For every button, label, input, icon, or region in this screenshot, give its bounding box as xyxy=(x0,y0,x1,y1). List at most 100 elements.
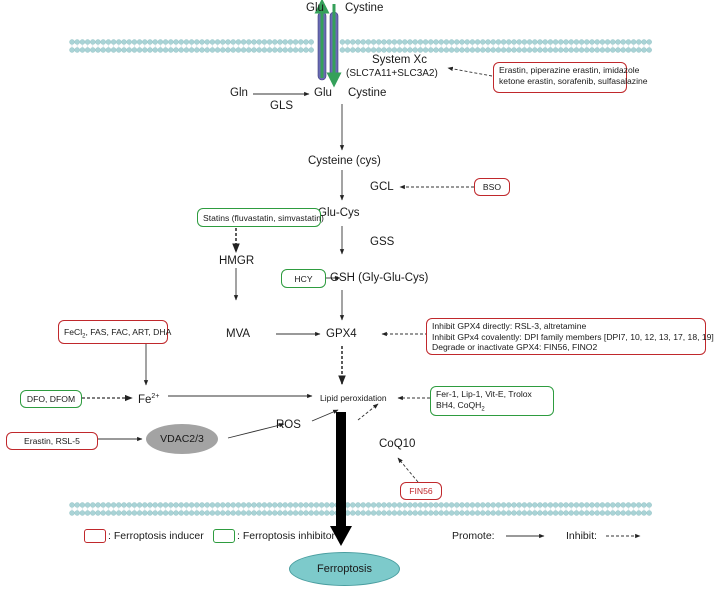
lipid-head xyxy=(194,502,200,508)
lipid-head xyxy=(110,502,117,508)
lipid-head xyxy=(256,502,262,508)
lipid-head xyxy=(630,39,637,45)
legend-inhibit-label: Inhibit: xyxy=(566,530,597,542)
lipid-head xyxy=(526,47,533,53)
lipid-head xyxy=(136,502,143,508)
lipid-head xyxy=(490,502,496,508)
lipid-head xyxy=(443,39,450,45)
box-statins: Statins (fluvastatin, simvastatin) xyxy=(197,208,324,227)
arrow-coq10-lipid xyxy=(357,403,379,421)
box-dfo: DFO, DFOM xyxy=(20,390,82,408)
lipid-head xyxy=(225,502,231,508)
lipid-head xyxy=(95,502,101,508)
lipid-head xyxy=(396,502,403,508)
membrane-glu-label: Glu xyxy=(306,2,324,14)
box-fin56: FIN56 xyxy=(400,482,442,500)
lipid-head xyxy=(225,47,231,53)
lipid-head xyxy=(568,510,574,516)
lipid-head xyxy=(214,39,221,45)
lipid-head xyxy=(402,510,408,516)
lipid-head xyxy=(188,502,195,508)
lipid-head xyxy=(630,510,637,516)
lipid-head xyxy=(646,47,652,53)
lipid-head xyxy=(542,502,548,508)
lipid-head xyxy=(116,39,122,45)
lipid-head xyxy=(464,47,470,53)
lipid-head xyxy=(272,502,278,508)
lipid-head xyxy=(308,510,314,516)
lipid-head xyxy=(168,47,174,53)
lipid-head xyxy=(443,47,450,53)
lipid-head xyxy=(615,502,621,508)
lipid-head xyxy=(194,39,200,45)
lipid-head xyxy=(500,502,507,508)
lipid-head xyxy=(433,510,439,516)
lipid-head xyxy=(381,39,387,45)
lipid-head xyxy=(578,502,585,508)
lipid-head xyxy=(350,47,356,53)
lipid-head xyxy=(339,47,346,53)
node-gpx4: GPX4 xyxy=(326,328,357,340)
lipid-head xyxy=(417,510,424,516)
lipid-head xyxy=(521,510,528,516)
lipid-head xyxy=(209,510,216,516)
lipid-head xyxy=(251,47,257,53)
lipid-head xyxy=(355,510,361,516)
node-gsh: GSH (Gly-Glu-Cys) xyxy=(330,272,429,284)
lipid-head xyxy=(417,47,424,53)
lipid-head xyxy=(443,502,450,508)
lipid-head xyxy=(610,39,616,45)
lipid-head xyxy=(625,39,632,45)
lipid-head xyxy=(292,502,299,508)
lipid-head xyxy=(79,39,86,45)
lipid-head xyxy=(235,510,242,516)
lipid-head xyxy=(448,502,455,508)
lipid-head xyxy=(90,510,96,516)
lipid-head xyxy=(407,510,413,516)
lipid-head xyxy=(547,502,554,508)
lipid-head xyxy=(433,47,439,53)
lipid-head xyxy=(641,502,647,508)
lipid-head xyxy=(251,510,257,516)
lipid-head xyxy=(422,47,429,53)
lipid-head xyxy=(402,39,408,45)
lipid-head xyxy=(526,39,533,45)
lipid-head xyxy=(604,502,611,508)
lipid-head xyxy=(620,47,626,53)
lipid-head xyxy=(532,502,538,508)
lipid-head xyxy=(599,510,606,516)
lipid-head xyxy=(386,510,392,516)
lipid-head xyxy=(157,47,164,53)
lipid-head xyxy=(532,47,538,53)
lipid-head xyxy=(646,510,652,516)
legend-inhibitor-label: : Ferroptosis inhibitor xyxy=(237,530,336,542)
lipid-head xyxy=(448,47,455,53)
lipid-head xyxy=(147,502,153,508)
lipid-head xyxy=(547,39,554,45)
lipid-head xyxy=(381,502,387,508)
lipid-head xyxy=(370,510,377,516)
lipid-head xyxy=(589,502,595,508)
lipid-head xyxy=(152,510,158,516)
lipid-head xyxy=(485,47,491,53)
lipid-head xyxy=(485,510,491,516)
node-coq10: CoQ10 xyxy=(379,438,416,450)
legend-inducer-swatch xyxy=(84,529,106,543)
lipid-head xyxy=(105,502,112,508)
lipid-head xyxy=(370,47,377,53)
lipid-head xyxy=(79,510,86,516)
lipid-head xyxy=(573,510,580,516)
lipid-head xyxy=(105,510,112,516)
lipid-head xyxy=(485,502,491,508)
lipid-head xyxy=(448,39,455,45)
lipid-head xyxy=(438,502,444,508)
lipid-head xyxy=(183,47,190,53)
lipid-head xyxy=(261,510,268,516)
lipid-head xyxy=(157,502,164,508)
lipid-head xyxy=(199,510,205,516)
lipid-head xyxy=(282,502,288,508)
arrow-vdac-ros xyxy=(227,423,285,439)
lipid-head xyxy=(266,47,273,53)
lipid-head xyxy=(547,47,554,53)
lipid-head xyxy=(636,510,642,516)
